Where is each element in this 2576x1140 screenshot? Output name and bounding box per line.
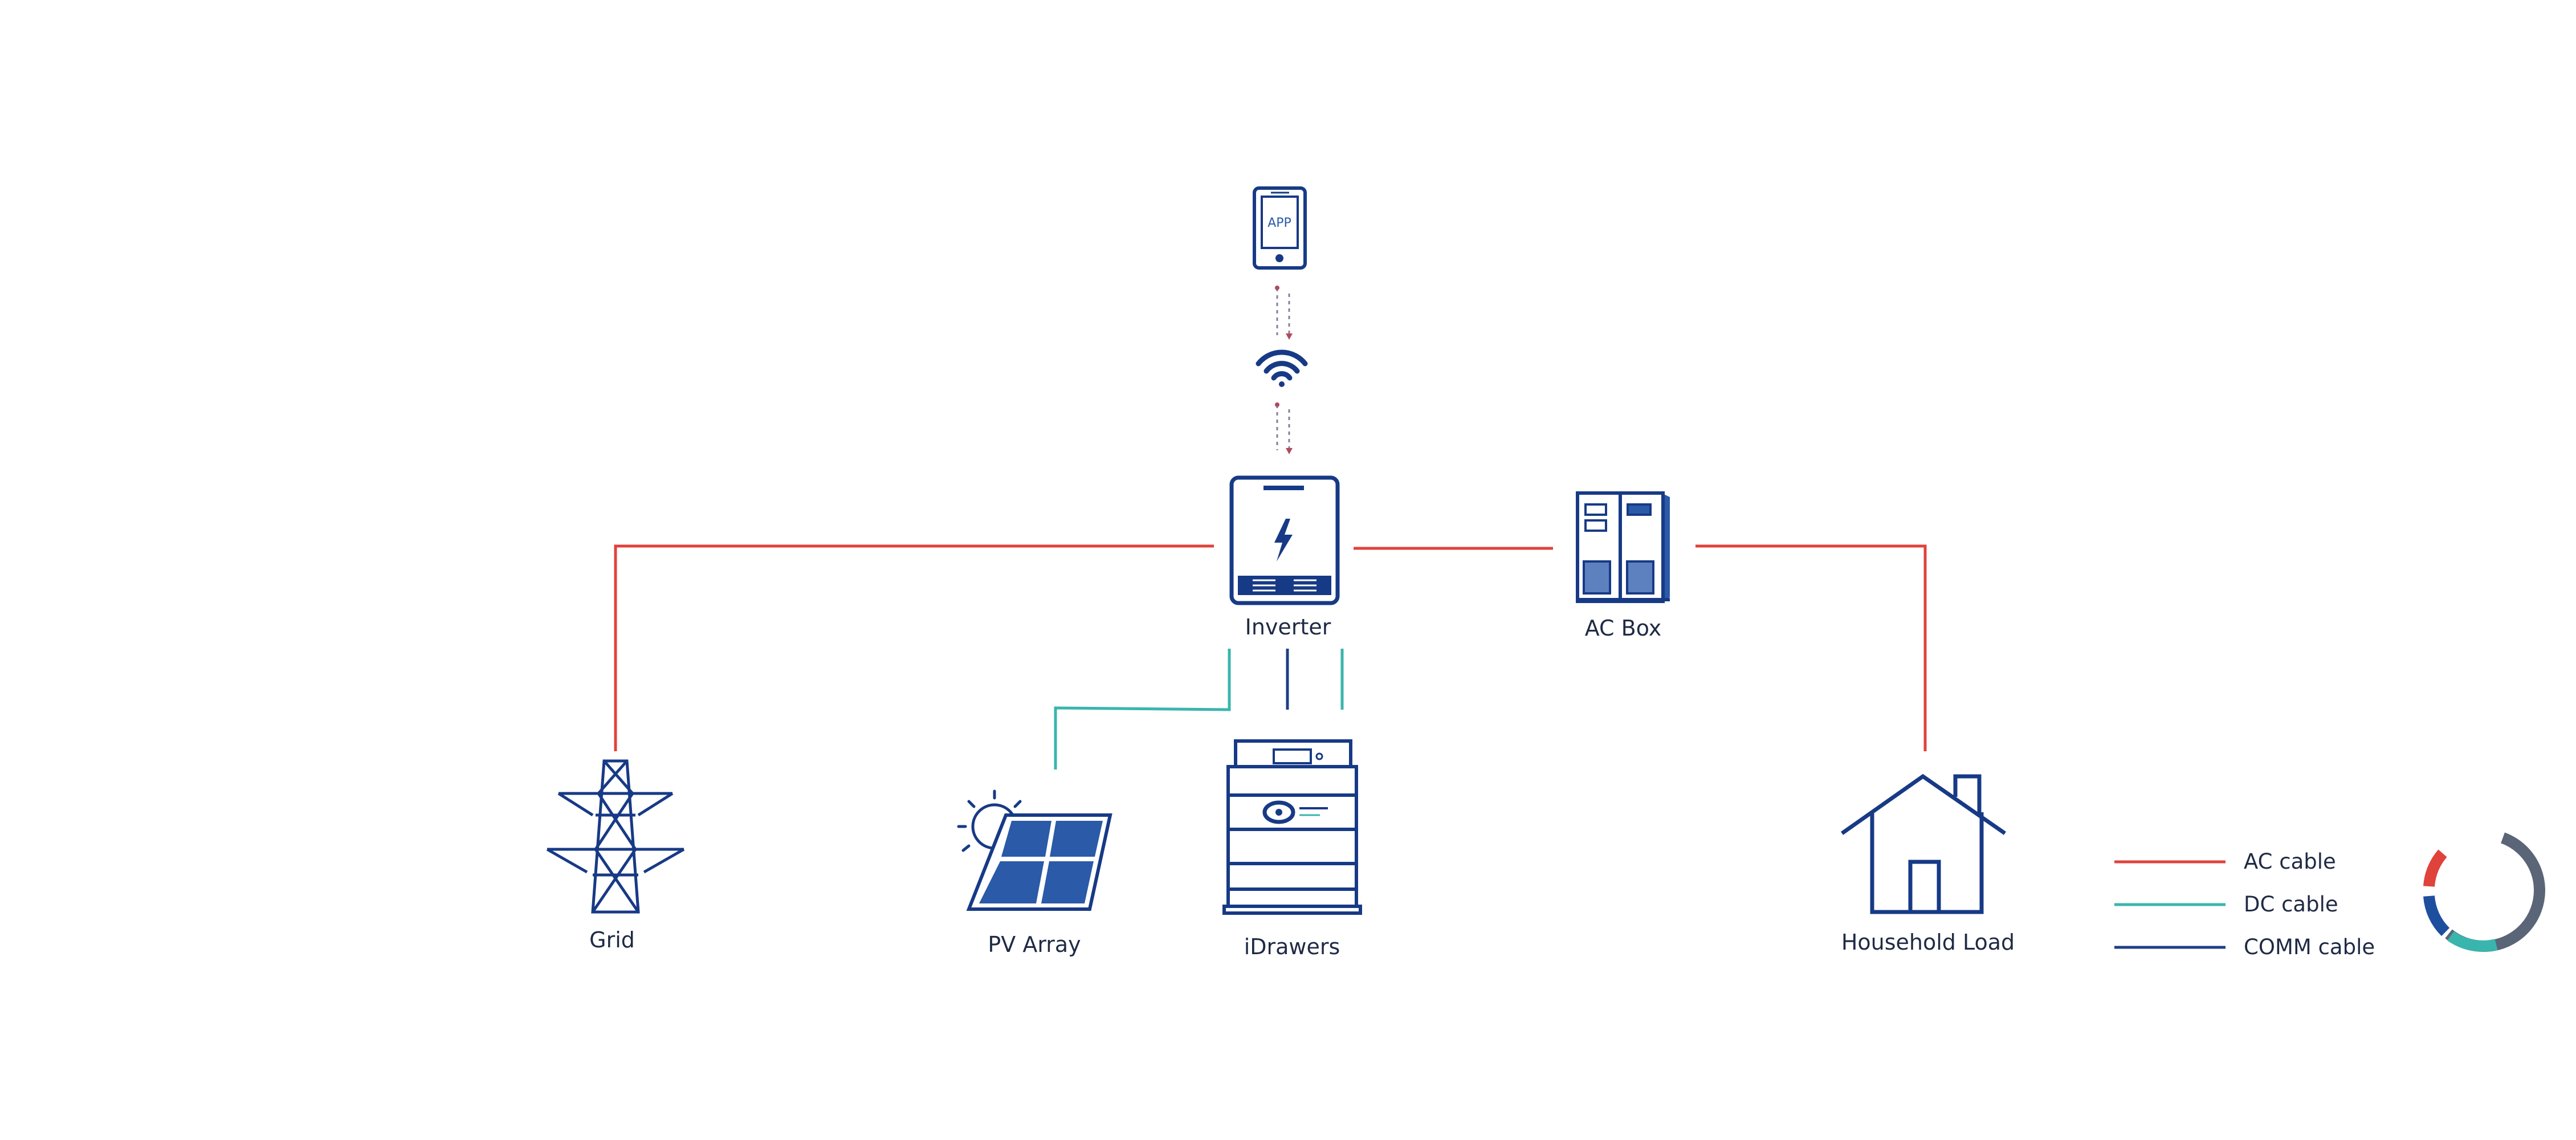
solar-panel-icon (957, 789, 1112, 911)
ac-box-label: AC Box (1585, 616, 1662, 641)
legend-item-comm: COMM cable (2114, 935, 2375, 959)
brand-mark-icon (1262, 800, 1328, 824)
battery-cabinet-icon (1222, 739, 1362, 915)
inverter-label: Inverter (1245, 614, 1331, 640)
idrawers-label: iDrawers (1244, 934, 1340, 959)
transmission-tower-icon (546, 759, 685, 914)
wireless-arrowheads (1275, 286, 1293, 454)
legend-item-ac: AC cable (2114, 849, 2336, 874)
legend-item-dc: DC cable (2114, 892, 2338, 917)
dc-cable-pv-inverter (1054, 649, 1231, 769)
brand-ring-icon (2422, 829, 2545, 952)
ac-cable-grid-inverter (614, 544, 1214, 751)
dc-cables (1054, 649, 1344, 769)
pv-array-label: PV Array (988, 932, 1081, 957)
wireless-link (1276, 288, 1290, 451)
legend-label-ac: AC cable (2244, 849, 2336, 874)
legend-label-comm: COMM cable (2244, 935, 2375, 959)
grid-label: Grid (589, 927, 635, 952)
phone-icon: APP (1253, 186, 1307, 270)
household-load-label: Household Load (1841, 930, 2015, 955)
house-icon (1840, 773, 2006, 914)
wifi-icon (1256, 349, 1308, 387)
ac-cables (614, 544, 1927, 751)
ac-box-icon (1576, 491, 1670, 603)
inverter-icon (1229, 475, 1340, 605)
legend-label-dc: DC cable (2244, 892, 2338, 917)
ac-cable-acbox-load (1695, 544, 1927, 751)
legend: AC cable DC cable COMM cable (2114, 849, 2375, 959)
app-label: APP (1267, 216, 1291, 230)
